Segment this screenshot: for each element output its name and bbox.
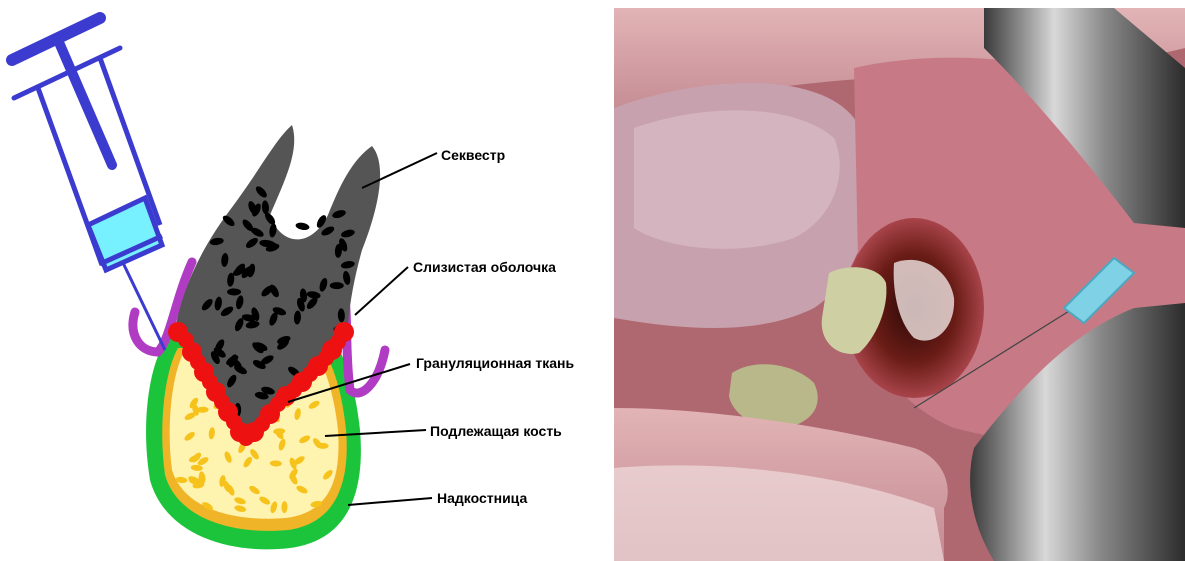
clinical-photo [614,8,1185,561]
label-mucosa: Слизистая оболочка [413,259,556,275]
granulation-blob [334,322,354,342]
leader-mucosa [355,267,408,315]
leader-periosteum [348,498,432,505]
sequestrum-dot [295,222,310,232]
tongue-highlight [634,110,840,249]
syringe-fluid [88,198,162,270]
label-sequestrum: Секвестр [441,147,505,163]
osteomyelitis-diagram: Секвестр Слизистая оболочка Грануляционн… [0,0,600,561]
label-granulation: Грануляционная ткань [416,355,574,371]
syringe-icon [12,18,165,350]
label-underlying-bone: Подлежащая кость [430,423,562,439]
mucosa-right [345,300,385,393]
sequestrum-dot [330,282,344,289]
label-periosteum: Надкостница [437,490,527,506]
